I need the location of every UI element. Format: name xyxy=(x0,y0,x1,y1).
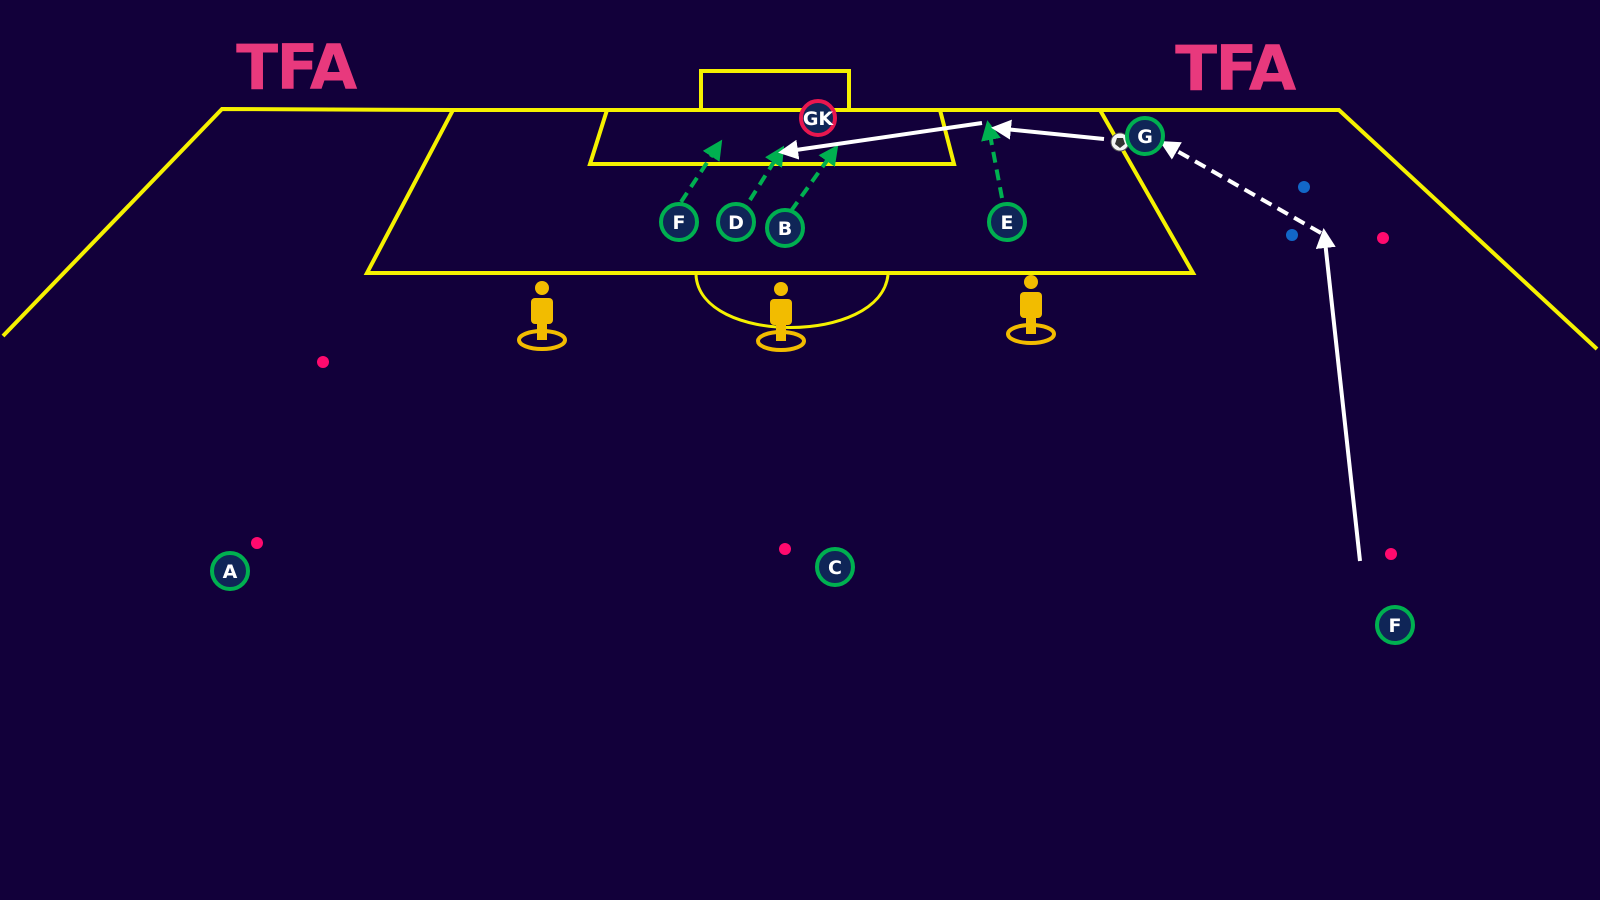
player-marker-f-wide: F xyxy=(1375,605,1415,645)
player-circle xyxy=(1125,116,1165,156)
football-icon xyxy=(1110,132,1130,152)
penalty-arc xyxy=(694,274,890,329)
cone-pink xyxy=(317,356,329,368)
player-marker-f: F xyxy=(659,202,699,242)
pass-arrow-g-to-cross xyxy=(991,119,1105,141)
run-arrows xyxy=(679,120,1004,213)
cone-pink xyxy=(779,543,791,555)
mannequin-icon xyxy=(774,282,788,296)
player-circle xyxy=(210,551,250,591)
goalkeeper-circle xyxy=(799,99,837,137)
player-circle xyxy=(765,208,805,248)
player-label: C xyxy=(828,557,842,579)
mannequin-icon xyxy=(1024,275,1038,289)
player-circle xyxy=(716,202,756,242)
player-label: D xyxy=(728,212,744,234)
player-label: B xyxy=(778,218,792,240)
player-marker-g: G xyxy=(1125,116,1165,156)
run-arrow-e xyxy=(981,120,1004,199)
run-arrow-b xyxy=(789,144,839,213)
pass-arrow-cross xyxy=(778,121,983,160)
player-circle xyxy=(659,202,699,242)
player-label: A xyxy=(223,561,238,583)
cone-blue xyxy=(1298,181,1310,193)
pitch-markings xyxy=(1,69,1599,351)
pass-arrows xyxy=(778,119,1362,562)
logo-right: TFA xyxy=(1175,32,1297,105)
pass-arrow-dashed-to-g xyxy=(1159,141,1322,235)
player-label: E xyxy=(1001,212,1014,234)
cone-pink xyxy=(1385,548,1397,560)
mannequin-body xyxy=(531,298,553,324)
player-label: F xyxy=(1389,615,1402,637)
player-marker-e: E xyxy=(987,202,1027,242)
logo-left: TFA xyxy=(236,31,358,104)
goalkeeper-label: GK xyxy=(803,108,835,130)
player-circle xyxy=(815,547,855,587)
cone-blue xyxy=(1286,229,1298,241)
player-marker-b: B xyxy=(765,208,805,248)
mannequin-leg xyxy=(776,323,786,341)
mannequin-icon xyxy=(535,281,549,295)
player-marker-a: A xyxy=(210,551,250,591)
pass-arrow-f-run xyxy=(1315,228,1362,562)
player-circle xyxy=(987,202,1027,242)
player-marker-d: D xyxy=(716,202,756,242)
mannequin-leg xyxy=(537,322,547,340)
goalkeeper-marker: GK xyxy=(799,99,837,137)
mannequin-left xyxy=(517,281,567,351)
ball-pattern xyxy=(1115,138,1125,148)
cone-pink xyxy=(1377,232,1389,244)
mannequin-leg xyxy=(1026,316,1036,334)
player-label: G xyxy=(1137,126,1153,148)
mannequin-body xyxy=(770,299,792,325)
right-touch-line xyxy=(1100,108,1599,351)
left-touch-line xyxy=(1,106,454,338)
player-label: F xyxy=(673,212,686,234)
player-circle xyxy=(1375,605,1415,645)
mannequin-body xyxy=(1020,292,1042,318)
mannequin-right xyxy=(1006,275,1056,345)
goal-frame xyxy=(699,69,851,112)
run-arrow-d xyxy=(748,145,785,202)
cone-pink xyxy=(251,537,263,549)
run-arrow-f xyxy=(679,139,723,204)
player-marker-c: C xyxy=(815,547,855,587)
mannequin-center xyxy=(756,282,806,352)
